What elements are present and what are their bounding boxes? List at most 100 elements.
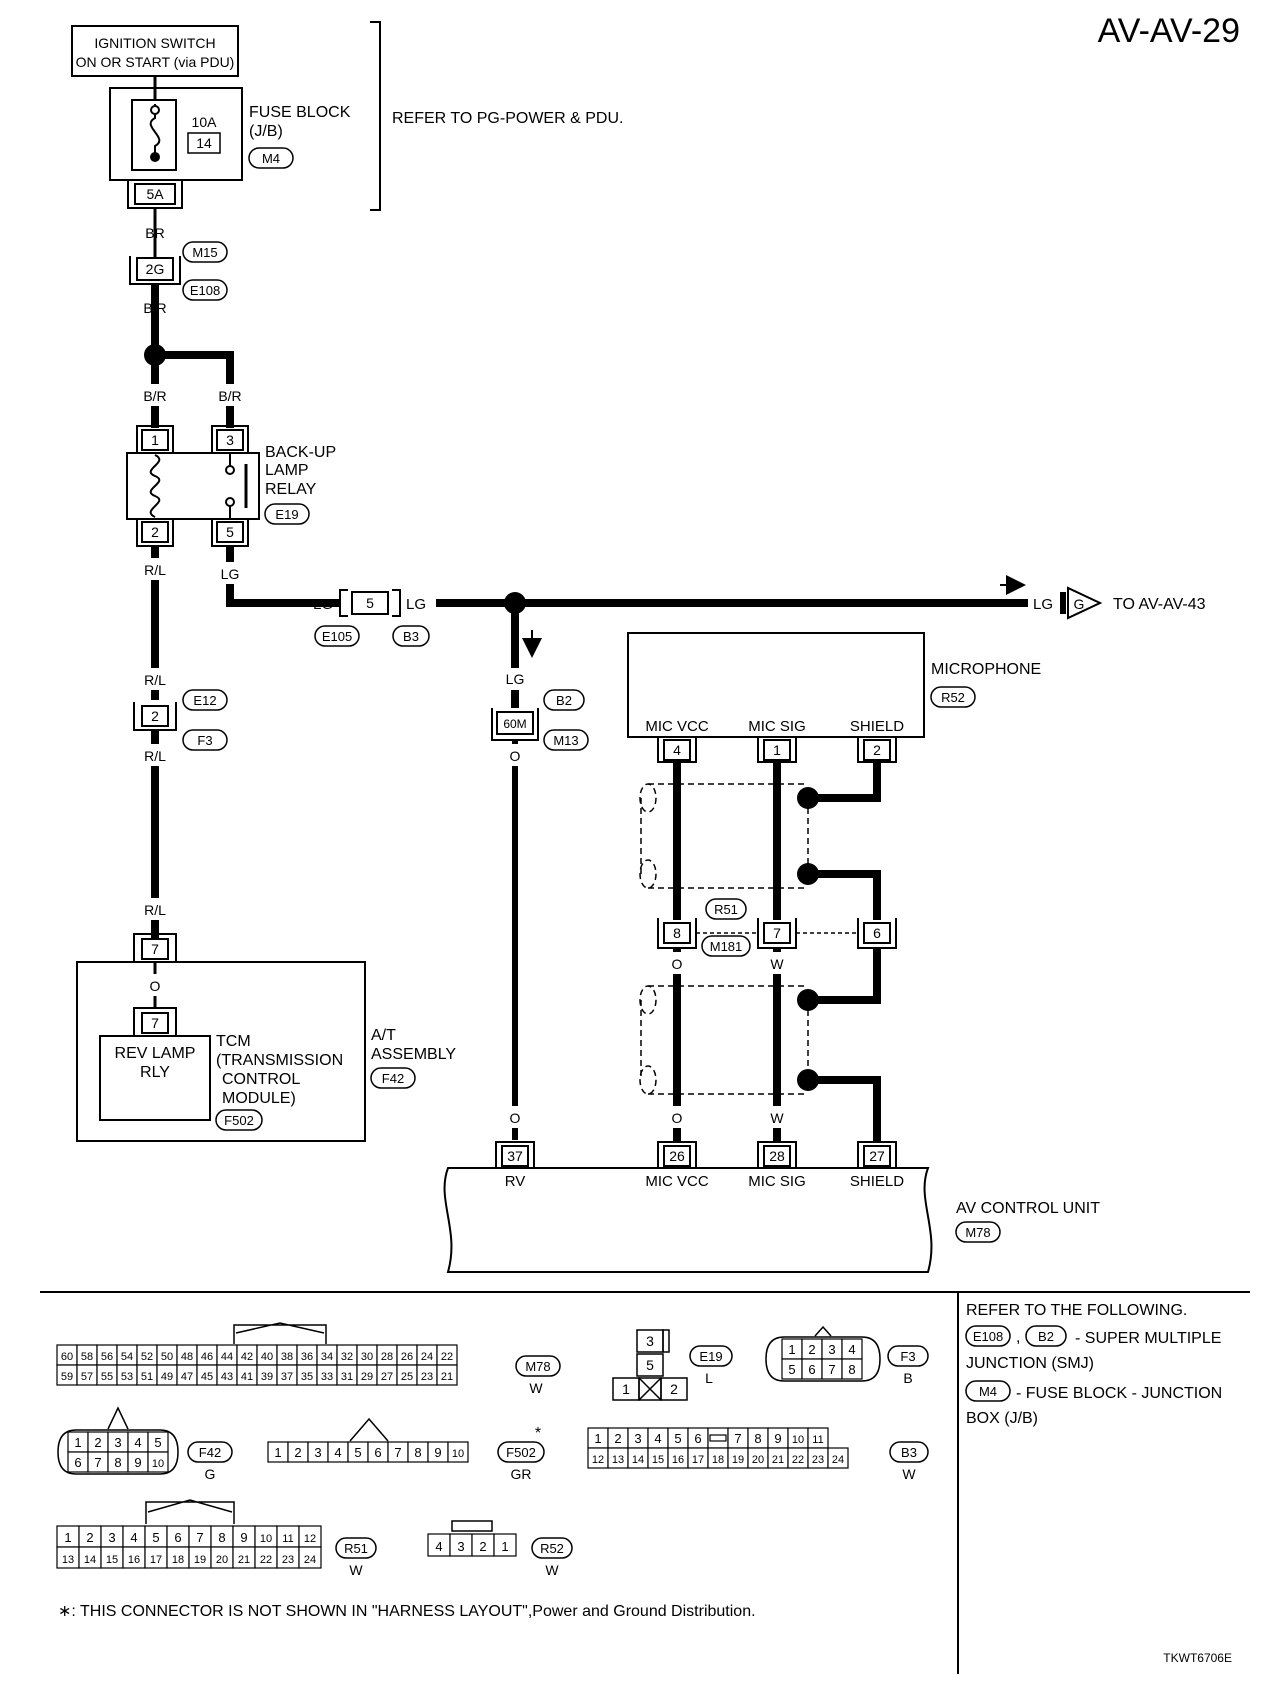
b3-pin-number: 10 (792, 1434, 804, 1446)
m78-pin-number: 51 (141, 1371, 153, 1383)
r51-pin-number: 20 (216, 1554, 228, 1566)
refer-connector-e108: E108 (973, 1329, 1003, 1344)
r51-pin-number: 10 (260, 1533, 272, 1545)
connector-f3: F3 (197, 733, 212, 748)
av-rv-label: RV (505, 1173, 526, 1190)
av-mic-sig-label: MIC SIG (748, 1173, 806, 1190)
av-pin-28: 28 (769, 1148, 785, 1164)
av-shield-label: SHIELD (850, 1173, 904, 1190)
shield-drain-point (797, 989, 819, 1011)
b3-pin-cell (707, 1427, 729, 1449)
b3-pin-number: 18 (712, 1454, 724, 1466)
av-pin-27: 27 (869, 1148, 885, 1164)
mic-pin-1: 1 (773, 742, 781, 758)
fuse-amps: 10A (192, 114, 218, 130)
connector-m181: M181 (710, 939, 743, 954)
microphone-connector-r52: R52 (941, 690, 965, 705)
r51-pin-number: 4 (130, 1530, 137, 1545)
relay-label-2: LAMP (265, 462, 309, 479)
joint-6: 6 (873, 925, 881, 941)
av-control-unit-label: AV CONTROL UNIT (956, 1200, 1100, 1217)
image-code: TKWT6706E (1163, 1651, 1232, 1665)
shield-drain-point (797, 787, 819, 809)
f502-pin-number: 9 (434, 1445, 441, 1460)
legend-f3-name: F3 (900, 1349, 915, 1364)
mic-sig-label: MIC SIG (748, 718, 806, 735)
f42-pin-number: 2 (94, 1435, 101, 1450)
joint-60m: 60M (503, 717, 526, 731)
legend-r52-name: R52 (540, 1541, 564, 1556)
m78-pin-number: 36 (301, 1351, 313, 1363)
wire-color-o-3: O (510, 1110, 521, 1126)
b3-pin-number: 20 (752, 1454, 764, 1466)
av-mic-vcc-label: MIC VCC (645, 1173, 709, 1190)
f42-pin-number: 9 (134, 1455, 141, 1470)
r52-pin-number: 3 (457, 1539, 464, 1554)
f42-pin-number: 8 (114, 1455, 121, 1470)
f3-pin-number: 2 (808, 1342, 815, 1357)
tcm-label-3: CONTROL (222, 1071, 300, 1088)
wire-color-b-r-2: B/R (143, 388, 166, 404)
r51-pin-number: 11 (282, 1533, 293, 1545)
f502-pin-number: 3 (314, 1445, 321, 1460)
av-pin-26: 26 (669, 1148, 685, 1164)
b3-pin-number: 12 (592, 1454, 604, 1466)
b3-pin-number: 2 (614, 1431, 621, 1446)
r52-pin-number: 4 (435, 1539, 442, 1554)
m78-pin-number: 30 (361, 1351, 373, 1363)
fuse-block-connector: M4 (262, 151, 280, 166)
shield-drain-point (797, 863, 819, 885)
legend-f502-name: F502 (506, 1445, 536, 1460)
refer-jb-text-2: BOX (J/B) (966, 1410, 1038, 1427)
m78-pin-number: 50 (161, 1351, 173, 1363)
m78-pin-number: 23 (421, 1371, 433, 1383)
r51-pin-number: 22 (260, 1554, 272, 1566)
f3-pin-number: 4 (848, 1342, 855, 1357)
refer-smj-text-2: JUNCTION (SMJ) (966, 1355, 1094, 1372)
relay-pin-5: 5 (226, 524, 234, 540)
r51-pin-number: 8 (218, 1530, 225, 1545)
fuse-block-label: FUSE BLOCK (249, 104, 351, 121)
m78-pin-number: 33 (321, 1371, 333, 1383)
f42-pin-number: 5 (154, 1435, 161, 1450)
refer-separator: , (1016, 1329, 1020, 1346)
m78-pin-number: 57 (81, 1371, 93, 1383)
legend-f42-color: G (205, 1466, 216, 1482)
m78-pin-number: 26 (401, 1351, 413, 1363)
m78-pin-number: 54 (121, 1351, 133, 1363)
m78-pin-number: 25 (401, 1371, 413, 1383)
mic-vcc-label: MIC VCC (645, 718, 709, 735)
r51-pin-number: 14 (84, 1554, 96, 1566)
legend-f3-color: B (903, 1370, 912, 1386)
r51-pin-number: 24 (304, 1554, 316, 1566)
r51-pin-number: 7 (196, 1530, 203, 1545)
b3-pin-number: 1 (594, 1431, 601, 1446)
legend-e19-name: E19 (699, 1349, 722, 1364)
b3-pin-number: 23 (812, 1454, 824, 1466)
connector-b2: B2 (556, 693, 572, 708)
b3-pin-number: 4 (654, 1431, 661, 1446)
footnote: ∗: THIS CONNECTOR IS NOT SHOWN IN "HARNE… (58, 1603, 756, 1620)
mic-pin-2: 2 (873, 742, 881, 758)
m78-pin-number: 35 (301, 1371, 313, 1383)
fuse-output-pin: 5A (146, 186, 164, 202)
r51-pin-number: 18 (172, 1554, 184, 1566)
m78-pin-number: 38 (281, 1351, 293, 1363)
m78-pin-number: 24 (421, 1351, 433, 1363)
r51-pin-number: 12 (304, 1533, 316, 1545)
m78-pin-number: 37 (281, 1371, 293, 1383)
mic-shield-label: SHIELD (850, 718, 904, 735)
m78-pin-number: 45 (201, 1371, 213, 1383)
wire-color-o-2: O (510, 748, 521, 764)
m78-pin-number: 39 (261, 1371, 273, 1383)
joint-2g: 2G (146, 261, 165, 277)
b3-pin-number: 7 (734, 1431, 741, 1446)
b3-pin-number: 21 (772, 1454, 784, 1466)
f3-pin-number: 8 (848, 1362, 855, 1377)
fuse-number: 14 (196, 135, 212, 151)
